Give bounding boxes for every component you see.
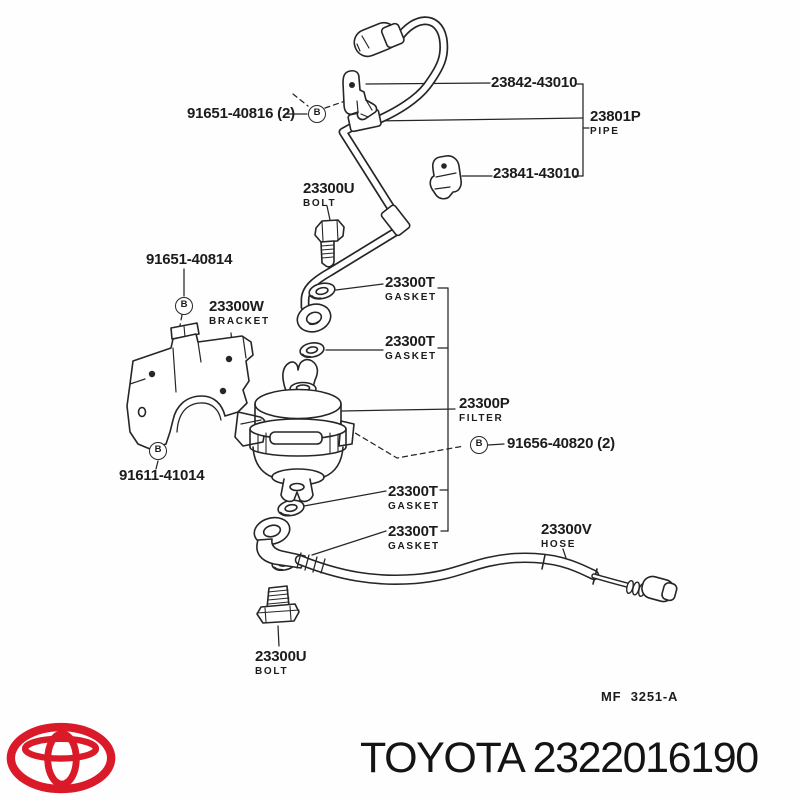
- b-mark-4: B: [470, 436, 488, 454]
- b-mark-3: B: [149, 442, 167, 460]
- leader-lines: [155, 82, 590, 647]
- fuel-filter: [249, 358, 347, 503]
- label-clamp-23841: 23841-43010: [493, 165, 580, 182]
- pipe-clamp-23842: [342, 69, 378, 121]
- label-screw-91651-40814: 91651-40814: [146, 251, 233, 268]
- brand-part-number: TOYOTA 2322016190: [360, 734, 759, 782]
- pipe-clamp-23841: [429, 155, 462, 200]
- outlet-hose: [253, 516, 678, 603]
- toyota-logo-icon: [6, 722, 116, 794]
- bolt-bottom: [256, 585, 300, 624]
- b-mark-2: B: [175, 297, 193, 315]
- union-bolt-top: [314, 219, 345, 268]
- label-screw-91651-40816: 91651-40816 (2): [187, 105, 295, 122]
- label-clamp-23842: 23842-43010: [491, 74, 578, 91]
- label-screw-91611-41014: 91611-41014: [119, 467, 205, 484]
- label-screw-91656-40820: 91656-40820 (2): [507, 435, 615, 452]
- drawing-code: MF 3251-A: [601, 689, 679, 704]
- fuel-pipe: [296, 16, 449, 333]
- b-mark-1: B: [308, 105, 326, 123]
